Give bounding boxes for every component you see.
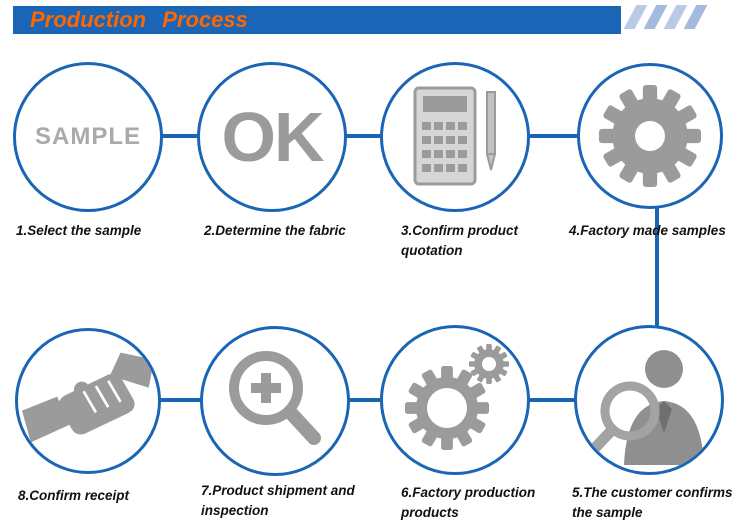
stripe-decoration — [623, 5, 648, 29]
step-label-5: 5.The customer confirms the sample — [572, 485, 733, 520]
step-label-6: 6.Factory production products — [401, 485, 536, 520]
connector-step5-step6 — [526, 398, 578, 402]
stripe-decoration — [663, 5, 688, 29]
customer-with-magnifier-icon — [588, 350, 704, 465]
step-circle-3 — [380, 62, 530, 212]
step-circle-5 — [574, 325, 724, 475]
step-circle-1: SAMPLE — [13, 62, 163, 212]
connector-step7-step8 — [157, 398, 203, 402]
step-label-7: 7.Product shipment and inspection — [201, 483, 355, 518]
step-label-1: 1.Select the sample — [16, 223, 142, 238]
step-label-2: 2.Determine the fabric — [204, 223, 346, 238]
connector-step6-step7 — [346, 398, 384, 402]
title-bar: Production Process — [13, 6, 621, 34]
gear-icon — [599, 85, 701, 187]
gears-icon — [405, 344, 509, 450]
step-circle-7 — [200, 326, 350, 476]
pen-icon — [485, 91, 497, 171]
step-label-4: 4.Factory made samples — [569, 223, 726, 238]
magnifier-plus-icon — [229, 351, 321, 445]
connector-step1-step2 — [158, 134, 202, 138]
connector-step4-step5 — [655, 205, 659, 330]
step-circle-8 — [15, 328, 161, 474]
sample-swatch-icon: SAMPLE — [34, 123, 141, 150]
ok-mark-icon: OK — [221, 98, 325, 176]
step-circle-2: OK — [197, 62, 347, 212]
connector-step3-step4 — [526, 134, 582, 138]
step-circle-4 — [577, 63, 723, 209]
connector-step2-step3 — [343, 134, 385, 138]
stripe-decoration — [683, 5, 708, 29]
step-label-8: 8.Confirm receipt — [18, 488, 130, 503]
handshake-icon — [22, 352, 154, 443]
step-label-3: 3.Confirm product quotation — [401, 223, 518, 258]
calculator-icon — [413, 86, 497, 186]
step-circle-6 — [380, 325, 530, 475]
decorative-stripes — [623, 5, 708, 29]
stripe-decoration — [643, 5, 668, 29]
page-title: Production Process — [30, 7, 248, 32]
